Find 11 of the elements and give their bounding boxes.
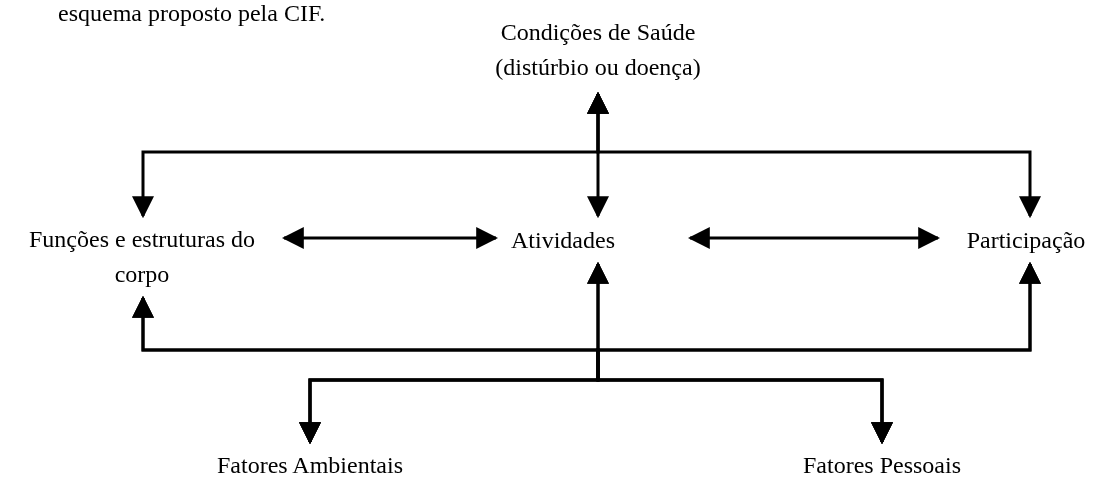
node-label: Fatores Ambientais — [217, 450, 403, 480]
node-label: Atividades — [511, 225, 615, 255]
node-label: Participação — [966, 225, 1086, 255]
node-label: Condições de Saúde (distúrbio ou doença) — [494, 18, 702, 82]
node-label: Funções e estruturas do corpo — [28, 225, 256, 289]
node-label: Fatores Pessoais — [803, 450, 961, 480]
arrow — [596, 261, 1041, 445]
arrow — [587, 91, 1041, 219]
arrow — [687, 227, 941, 249]
arrow — [281, 227, 499, 249]
caption-text: esquema proposto pela CIF. — [58, 0, 326, 26]
